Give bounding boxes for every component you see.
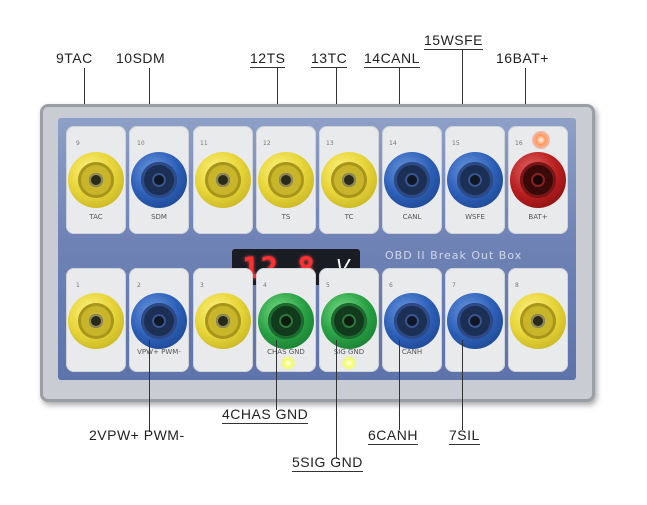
- jack-blue[interactable]: [384, 293, 440, 349]
- tile-caption: TS: [281, 213, 291, 221]
- label-9tac: 9TAC: [56, 50, 93, 66]
- pin-number: 16: [515, 140, 523, 147]
- pin-number: 15: [452, 140, 460, 147]
- tile-caption: SDM: [151, 213, 167, 221]
- pin-number: 7: [452, 282, 456, 289]
- label-6canh: 6CANH: [368, 427, 418, 445]
- jack-yellow[interactable]: [195, 293, 251, 349]
- pin-number: 13: [326, 140, 334, 147]
- pin-number: 8: [515, 282, 519, 289]
- label-13tc: 13TC: [311, 50, 348, 68]
- pin-number: 14: [389, 140, 397, 147]
- pin-number: 6: [389, 282, 393, 289]
- label-16bat: 16BAT+: [496, 50, 549, 66]
- jack-yellow[interactable]: [258, 152, 314, 208]
- tile-caption: TC: [344, 213, 354, 221]
- tile-caption: CANH: [401, 348, 423, 356]
- label-4chas-gnd: 4CHAS GND: [222, 406, 309, 424]
- pin-number: 9: [76, 140, 80, 147]
- label-10sdm: 10SDM: [116, 50, 166, 66]
- pin-number: 4: [263, 282, 267, 289]
- jack-yellow[interactable]: [195, 152, 251, 208]
- chas-gnd-led: [281, 356, 295, 370]
- jack-blue[interactable]: [447, 293, 503, 349]
- jack-yellow[interactable]: [321, 152, 377, 208]
- label-15wsfe: 15WSFE: [424, 32, 484, 50]
- tile-caption: CANL: [402, 213, 422, 221]
- jack-blue[interactable]: [131, 293, 187, 349]
- brand-label: OBD II Break Out Box: [385, 249, 523, 262]
- power-led: [532, 131, 550, 149]
- jack-blue[interactable]: [131, 152, 187, 208]
- jack-green[interactable]: [321, 293, 377, 349]
- label-2vpw-pwm: 2VPW+ PWM-: [89, 427, 185, 443]
- pin-number: 1: [76, 282, 80, 289]
- tile-caption: CHAS GND: [267, 348, 305, 356]
- sig-gnd-led: [342, 356, 356, 370]
- tile-caption: SIG GND: [333, 348, 365, 356]
- pin-number: 3: [200, 282, 204, 289]
- leader-line: [149, 340, 150, 432]
- jack-green[interactable]: [258, 293, 314, 349]
- leader-line: [276, 340, 277, 410]
- pin-number: 2: [137, 282, 141, 289]
- leader-line: [462, 340, 463, 430]
- leader-line: [336, 340, 337, 458]
- tile-caption: BAT+: [528, 213, 548, 221]
- label-12ts: 12TS: [250, 50, 286, 68]
- jack-red[interactable]: [510, 152, 566, 208]
- pin-number: 11: [200, 140, 208, 147]
- jack-yellow[interactable]: [68, 293, 124, 349]
- jack-yellow[interactable]: [510, 293, 566, 349]
- jack-blue[interactable]: [447, 152, 503, 208]
- label-5sig-gnd: 5SIG GND: [292, 454, 363, 472]
- label-7sil: 7SIL: [449, 427, 480, 445]
- pin-number: 10: [137, 140, 145, 147]
- jack-yellow[interactable]: [68, 152, 124, 208]
- pin-number: 12: [263, 140, 271, 147]
- pin-number: 5: [326, 282, 330, 289]
- leader-line: [399, 340, 400, 430]
- jack-blue[interactable]: [384, 152, 440, 208]
- tile-caption: TAC: [89, 213, 103, 221]
- tile-caption: VPW+ PWM-: [137, 348, 181, 356]
- label-14canl: 14CANL: [364, 50, 420, 68]
- tile-caption: WSFE: [465, 213, 485, 221]
